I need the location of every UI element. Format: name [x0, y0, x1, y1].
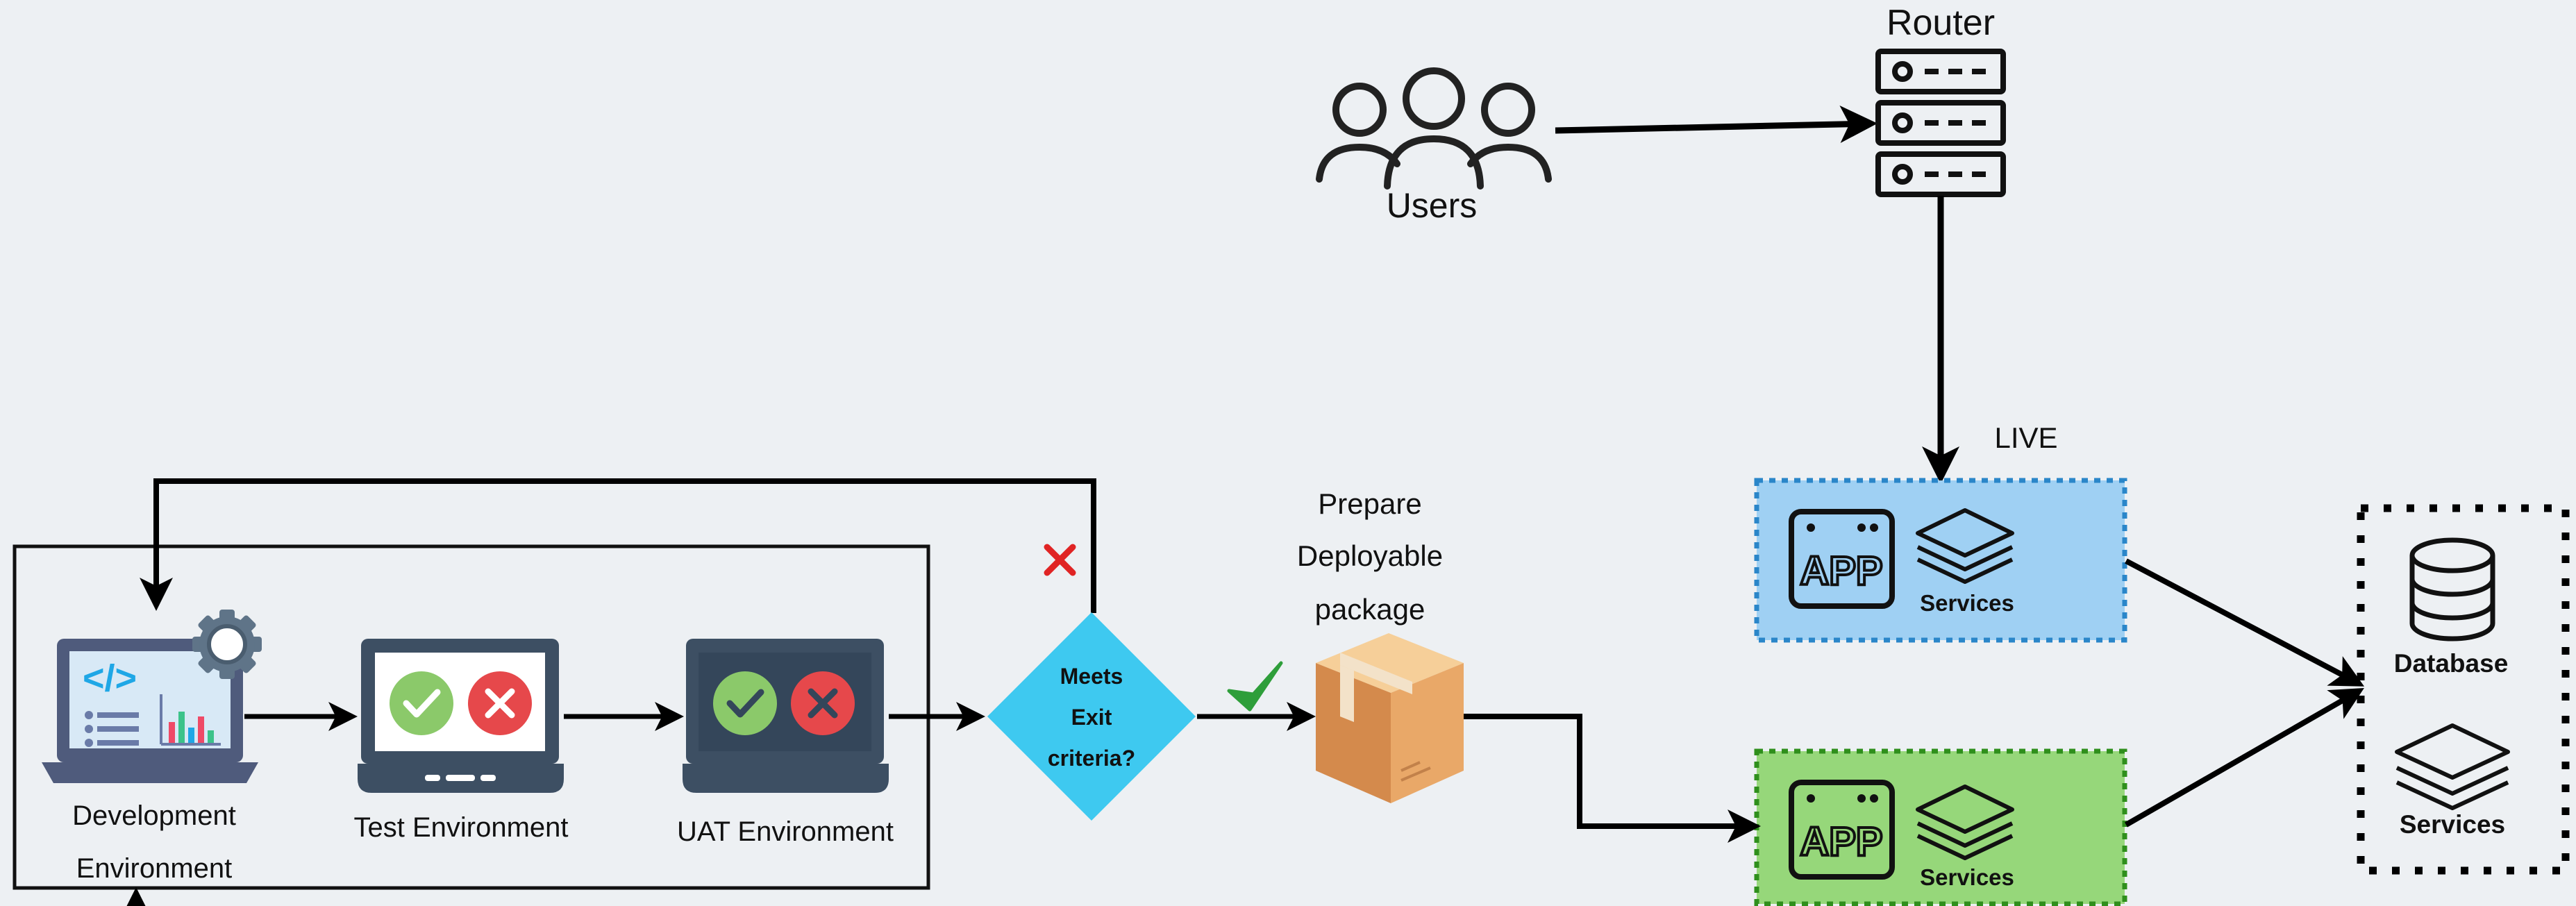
decision-label-line1: Meets: [1060, 664, 1123, 689]
live-label: LIVE: [1994, 421, 2057, 454]
laptop-code-icon: </>: [42, 639, 258, 783]
laptop-check-icon: [683, 639, 889, 793]
database-group: Database Services: [2357, 504, 2570, 875]
app-icon: APP: [1789, 509, 1895, 609]
accept-mark-icon: [1227, 661, 1283, 712]
layers-icon: [2395, 723, 2510, 810]
test-environment-label: Test Environment: [353, 812, 568, 843]
dev-environment-label-line1: Development: [72, 800, 236, 831]
users-label: Users: [1387, 186, 1478, 225]
router-label: Router: [1887, 3, 1995, 43]
prepare-label-line2: Deployable: [1297, 539, 1443, 572]
live-environment-box: APP Services: [1754, 478, 2127, 643]
reject-loopback-arrow: [140, 478, 1096, 613]
database-icon: [2409, 537, 2495, 641]
laptop-check-icon: [358, 639, 564, 793]
package-icon: [1316, 633, 1464, 803]
layers-icon: [1916, 508, 2014, 584]
gear-icon: [192, 610, 262, 679]
decision-label-line3: criteria?: [1048, 746, 1135, 771]
users-icon: [1316, 67, 1552, 190]
staging-environment-box: APP Services: [1754, 748, 2127, 906]
layers-icon: [1916, 785, 2014, 860]
staging-to-database-arrow: [2125, 688, 2364, 828]
users-to-router-arrow: [1555, 105, 1877, 143]
dev-environment-label-line2: Environment: [76, 853, 233, 884]
decision-diamond: [987, 612, 1196, 821]
decision-label-line2: Exit: [1071, 705, 1112, 730]
live-to-database-arrow: [2125, 558, 2365, 687]
app-icon: APP: [1789, 780, 1895, 880]
router-icon: [1875, 49, 2006, 197]
svg-text:APP: APP: [1800, 548, 1882, 594]
uat-environment-label: UAT Environment: [677, 816, 894, 847]
database-label: Database: [2394, 649, 2509, 678]
prepare-label-line1: Prepare: [1318, 487, 1421, 520]
svg-text:APP: APP: [1800, 819, 1882, 864]
staging-services-label: Services: [1920, 864, 2014, 890]
package-to-staging-arrow: [1464, 714, 1761, 843]
prepare-label-line3: package: [1315, 593, 1425, 626]
reject-mark-icon: [1044, 544, 1076, 576]
database-services-label: Services: [2400, 810, 2505, 839]
live-services-label: Services: [1920, 590, 2014, 616]
svg-text:</>: </>: [83, 657, 137, 699]
